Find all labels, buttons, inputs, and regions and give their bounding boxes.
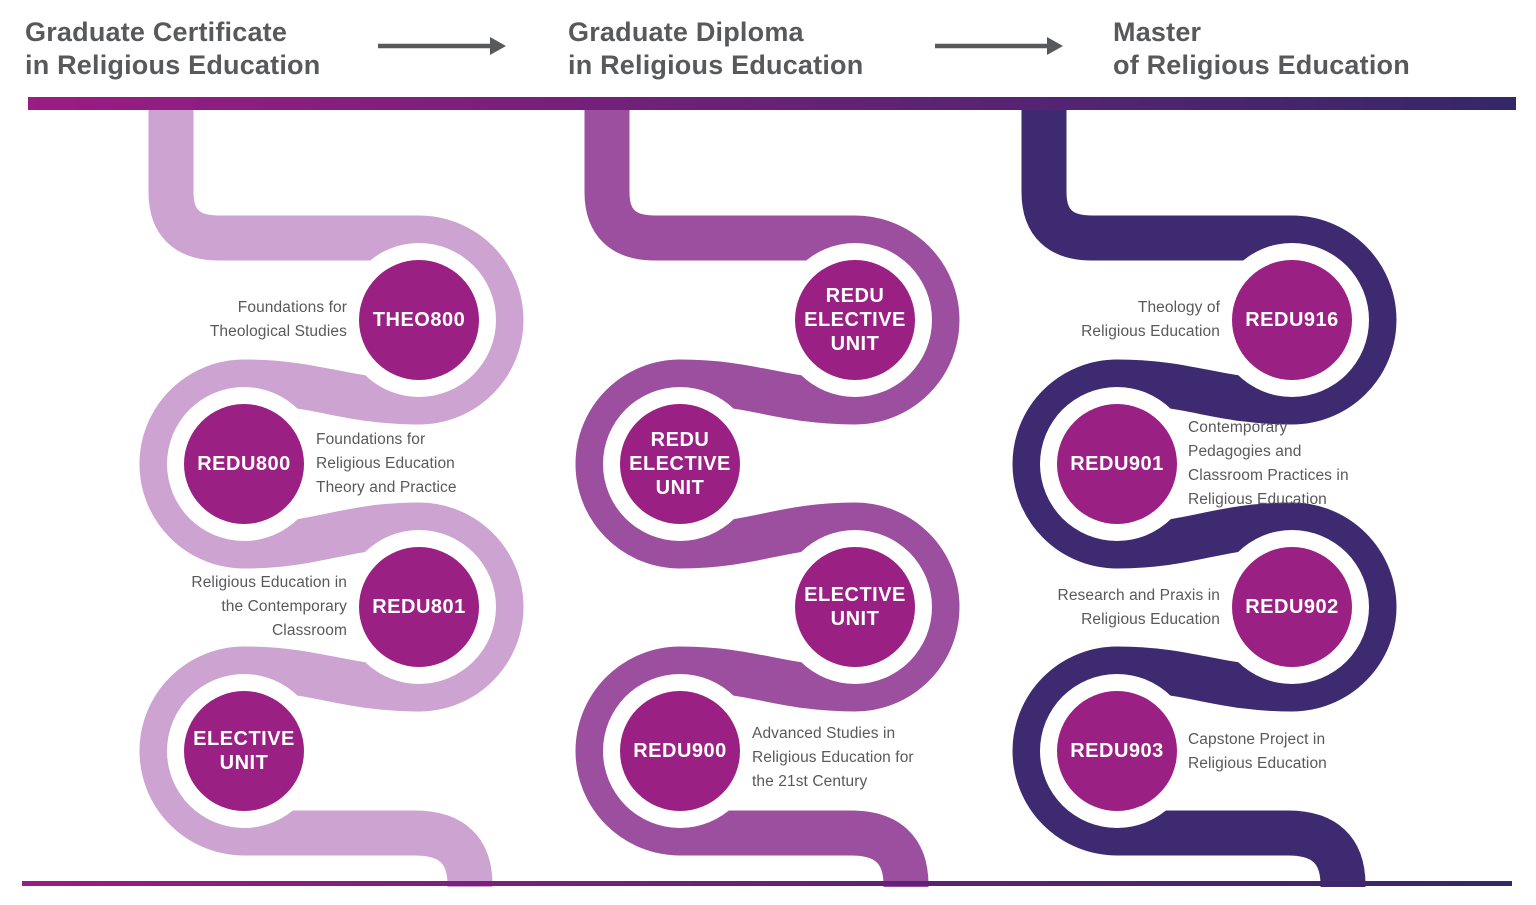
- arrow-right-icon: [378, 37, 506, 55]
- arrow-right-icon: [935, 37, 1063, 55]
- course-description: Foundations for Religious Education Theo…: [316, 431, 457, 496]
- course-circle: [1057, 404, 1177, 524]
- course-circle: [1232, 547, 1352, 667]
- course-code: REDU902: [1245, 596, 1339, 618]
- course-circle: [795, 547, 915, 667]
- course-code: REDU800: [197, 453, 291, 475]
- course-circle: [1057, 691, 1177, 811]
- course-circle: [184, 404, 304, 524]
- course-circle: [795, 260, 915, 380]
- course-code: REDU801: [372, 596, 466, 618]
- course-description: Contemporary Pedagogies and Classroom Pr…: [1188, 419, 1349, 508]
- course-description: Advanced Studies in Religious Education …: [752, 725, 914, 790]
- gradient-divider-bottom: [22, 881, 1512, 886]
- course-description: Capstone Project in Religious Education: [1188, 731, 1327, 772]
- course-description: Religious Education in the Contemporary …: [191, 574, 347, 639]
- pathway-band-certificate: [139, 100, 524, 905]
- course-description: Foundations for Theological Studies: [209, 299, 347, 340]
- course-code: ELECTIVE UNIT: [193, 728, 295, 774]
- course-circle: [359, 260, 479, 380]
- course-description: Research and Praxis in Religious Educati…: [1057, 587, 1220, 628]
- pathway-band-master: [1012, 100, 1397, 905]
- course-code: REDU ELECTIVE UNIT: [629, 429, 731, 499]
- course-description: Theology of Religious Education: [1081, 299, 1220, 340]
- course-code: REDU903: [1070, 740, 1164, 762]
- course-code: ELECTIVE UNIT: [804, 584, 906, 630]
- course-circle: [359, 547, 479, 667]
- gradient-divider-top: [28, 97, 1516, 110]
- course-circle: [184, 691, 304, 811]
- pathway-band-diploma: [575, 100, 960, 905]
- course-circle: [620, 404, 740, 524]
- course-code: REDU ELECTIVE UNIT: [804, 285, 906, 355]
- course-code: THEO800: [372, 309, 466, 331]
- course-code: REDU900: [633, 740, 727, 762]
- course-code: REDU901: [1070, 453, 1164, 475]
- course-circle: [620, 691, 740, 811]
- course-circle: [1232, 260, 1352, 380]
- course-code: REDU916: [1245, 309, 1339, 331]
